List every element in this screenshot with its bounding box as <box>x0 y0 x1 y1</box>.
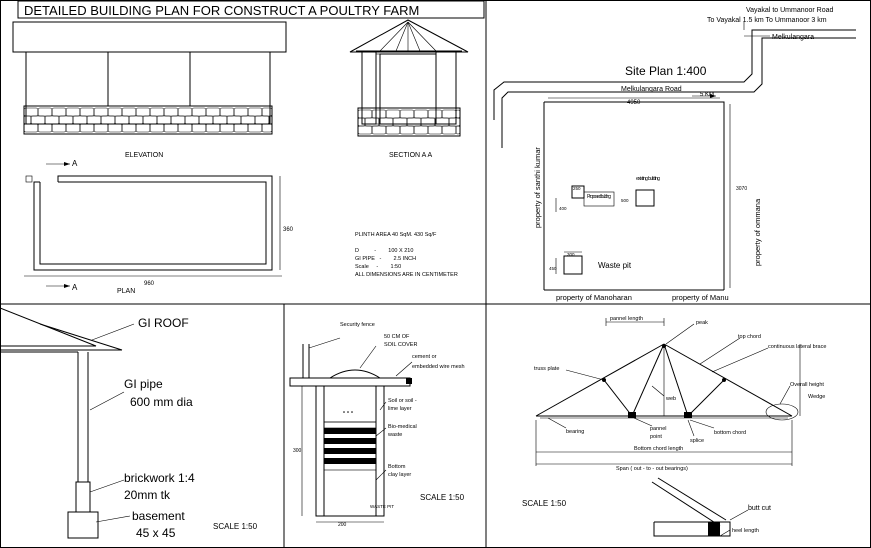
pit-bio-1: Bio-medical <box>388 424 417 430</box>
site-bottom-right-property: property of Manu <box>672 293 729 302</box>
truss-drawing <box>535 318 801 537</box>
truss-bearing: bearing <box>566 429 584 435</box>
pit-scale: SCALE 1:50 <box>420 493 465 502</box>
site-left-property: property of santhi kumar <box>533 147 542 228</box>
site-dim-small: 250 <box>573 186 581 191</box>
site-junction: Melkulangara <box>772 34 814 41</box>
plan-notes: PLINTH AREA 40 SqM. 430 Sq/F D - 100 X 2… <box>355 232 458 278</box>
site-road-top-2: To Vayakal 1.5 km To Ummanoor 3 km <box>707 17 827 24</box>
site-dim-right: 3070 <box>736 186 747 192</box>
existing-building <box>635 189 655 207</box>
pit-soil-cover-2: SOIL COVER <box>384 342 417 348</box>
section-drawing <box>349 19 469 137</box>
pit-soil-1: Soil or soil - <box>388 398 417 404</box>
site-waste-pit-label: Waste pit <box>598 261 632 270</box>
truss-plate-label: truss plate <box>534 366 559 372</box>
drawing-title: DETAILED BUILDING PLAN FOR CONSTRUCT A P… <box>24 3 419 18</box>
pit-soil-2: lime layer <box>388 406 412 412</box>
pit-cement-2: embedded wire mesh <box>412 364 465 370</box>
truss-scale: SCALE 1:50 <box>522 499 567 508</box>
plan-marker-bottom: A <box>72 283 78 292</box>
plan-note-line: PLINTH AREA 40 SqM. 430 Sq/F <box>355 232 437 238</box>
site-dim-small: 300 <box>567 252 575 257</box>
site-dim-small: 400 <box>559 206 567 211</box>
pit-bio-2: waste <box>387 432 402 438</box>
site-bottom-left-property: property of Manoharan <box>556 293 632 302</box>
elevation-drawing <box>12 21 287 135</box>
truss-bottom-chord: bottom chord <box>714 430 746 436</box>
pit-dim-bottom: 200 <box>338 522 347 528</box>
plan-dim-width: 960 <box>144 281 155 287</box>
roof-gi-pipe-2: 600 mm dia <box>130 395 193 409</box>
plan-note-line: Scale - 1:50 <box>355 264 401 270</box>
roof-base-2: 45 x 45 <box>136 526 176 540</box>
title-box <box>17 0 485 19</box>
roof-brick-2: 20mm tk <box>124 488 171 502</box>
site-dim-small: 450 <box>549 266 557 271</box>
truss-pannel-point-2: point <box>650 434 662 440</box>
truss-span: Span ( out - to - out bearings) <box>616 466 688 472</box>
section-label: SECTION A A <box>389 152 433 159</box>
plan-dim-height: 360 <box>283 227 294 233</box>
truss-peak: peak <box>696 320 708 326</box>
truss-heel-length: heel length <box>732 528 759 534</box>
site-dim-small: 500 <box>621 198 629 203</box>
truss-wedge: Wedge <box>808 394 825 400</box>
site-proposed-label: Proposed building <box>587 194 611 200</box>
plan-note-line: D - 100 X 210 <box>355 248 413 254</box>
pit-soil-cover-1: 50 CM OF <box>384 334 410 340</box>
elevation-label: ELEVATION <box>125 152 163 159</box>
pit-cement-1: cement or <box>412 354 437 360</box>
site-arrow-label: 5 KM <box>700 92 714 98</box>
site-road-side: Melkulangara Road <box>621 86 682 93</box>
site-right-property: property of ommana <box>753 198 762 266</box>
site-dim-top: 4950 <box>627 100 641 106</box>
plan-label: PLAN <box>117 288 135 295</box>
roof-scale: SCALE 1:50 <box>213 522 258 531</box>
site-road-top-1: Vayakal to Ummanoor Road <box>746 7 834 14</box>
plan-note-line: GI PIPE - 2.5 INCH <box>355 256 416 262</box>
site-title: Site Plan 1:400 <box>625 64 707 78</box>
pit-dim-side: 300 <box>293 448 302 454</box>
plan-drawing <box>24 162 282 288</box>
waste-pit-box <box>563 255 583 275</box>
truss-pannel-length: pannel length <box>610 316 643 322</box>
plan-marker-top: A <box>72 159 78 168</box>
truss-splice: splice <box>690 438 704 444</box>
truss-lateral-brace: continuous lateral brace <box>768 344 826 350</box>
plan-note-line: ALL DIMENSIONS ARE IN CENTIMETER <box>355 272 458 278</box>
roof-gi-roof: GI ROOF <box>138 316 189 330</box>
truss-butt-cut: butt cut <box>748 505 771 512</box>
pit-bottom-2: clay layer <box>388 472 411 478</box>
roof-brick-1: brickwork 1:4 <box>124 471 195 485</box>
site-existing-label: existing building <box>636 176 660 182</box>
truss-bottom-chord-length: Bottom chord length <box>634 446 683 452</box>
truss-pannel-point-1: pannel <box>650 426 667 432</box>
roof-detail-drawing <box>0 307 135 539</box>
pit-label: WASTE PIT <box>370 504 394 509</box>
site-plan-drawing <box>493 22 856 291</box>
truss-top-chord: top chord <box>738 334 761 340</box>
truss-web: web <box>665 396 676 402</box>
pit-security-fence: Security fence <box>340 322 375 328</box>
roof-gi-pipe-1: GI pipe <box>124 377 163 391</box>
waste-pit-drawing <box>289 337 413 523</box>
roof-base-1: basement <box>132 509 185 523</box>
truss-overall-height: Overall height <box>790 382 824 388</box>
pit-bottom-1: Bottom <box>388 464 406 470</box>
